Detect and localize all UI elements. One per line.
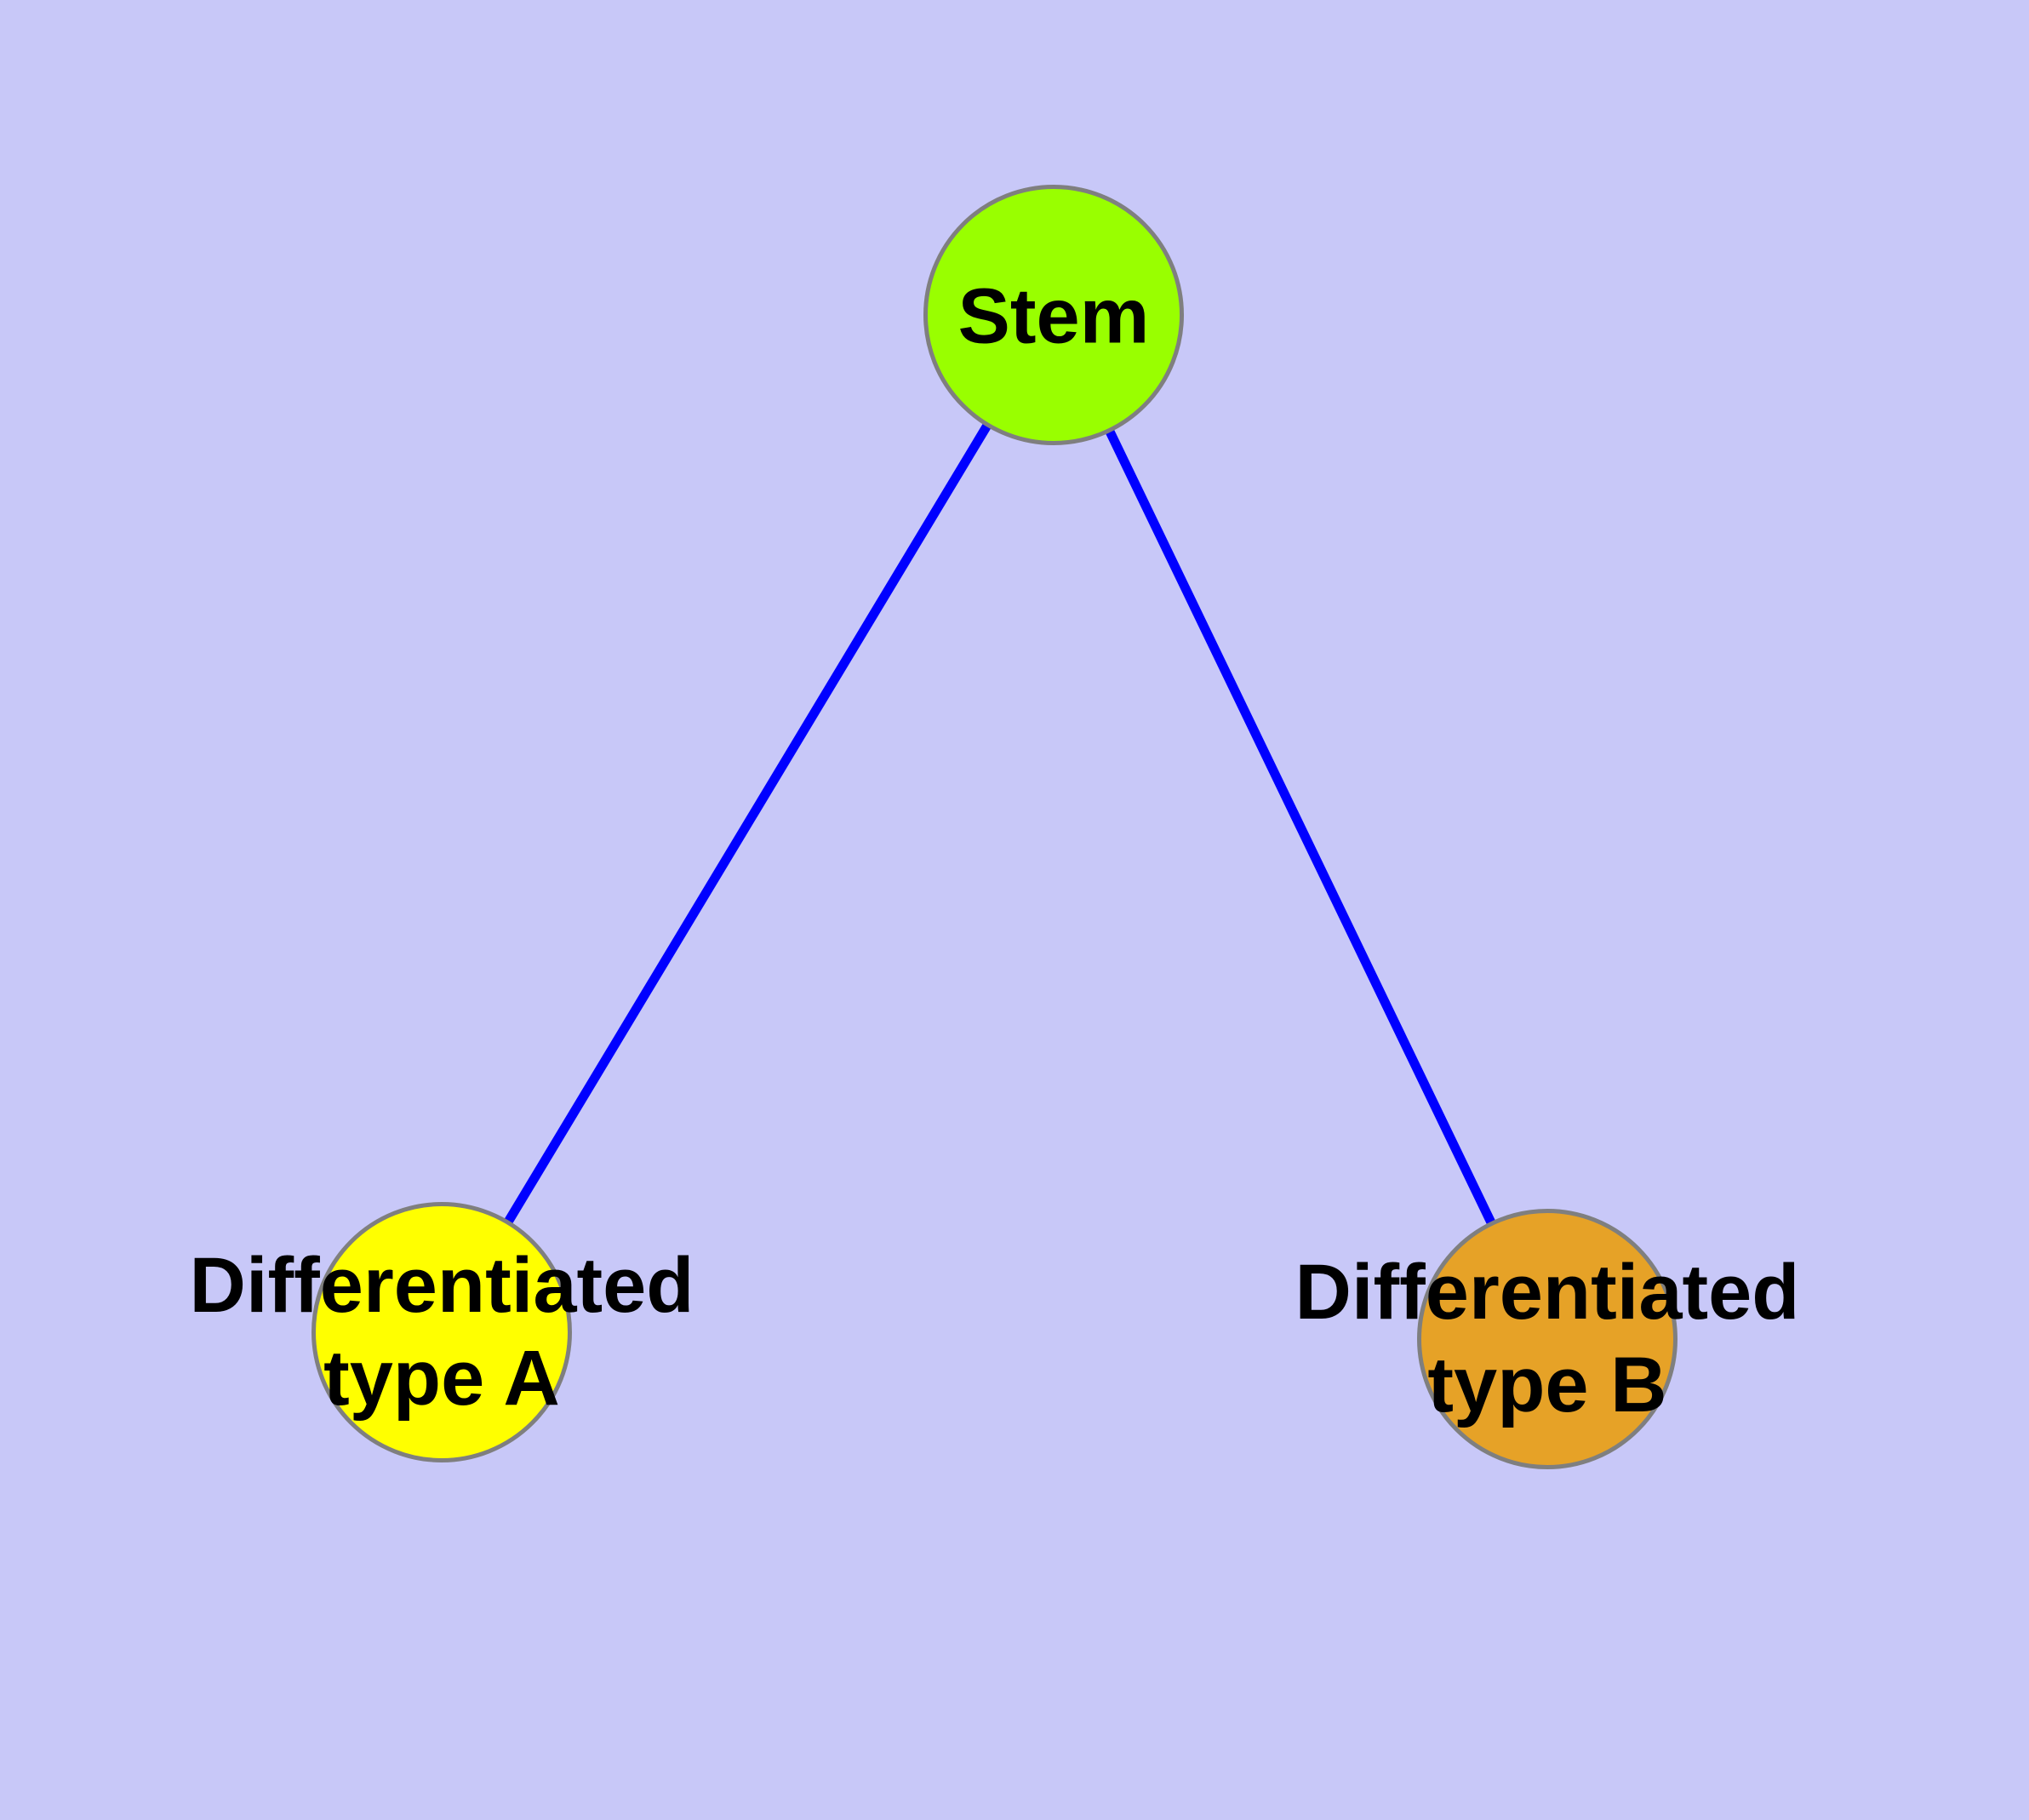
node-type-a-label-line1: Differentiated	[189, 1242, 694, 1329]
node-stem-label-text: Stem	[957, 272, 1150, 360]
node-type-a-label: Differentiated type A	[190, 1239, 694, 1425]
node-type-a-label-line2: type A	[323, 1335, 560, 1422]
node-stem	[923, 185, 1184, 445]
node-type-b-label-line2: type B	[1427, 1342, 1667, 1428]
node-stem-label: Stem	[958, 271, 1150, 363]
edge-stem-to-type-a	[437, 312, 1058, 1335]
node-type-b-label: Differentiated type B	[1295, 1246, 1800, 1432]
node-differentiated-type-a	[311, 1202, 572, 1462]
node-type-b-label-line1: Differentiated	[1295, 1249, 1800, 1336]
edge-stem-to-type-b	[1049, 312, 1552, 1342]
node-differentiated-type-b	[1417, 1209, 1677, 1469]
